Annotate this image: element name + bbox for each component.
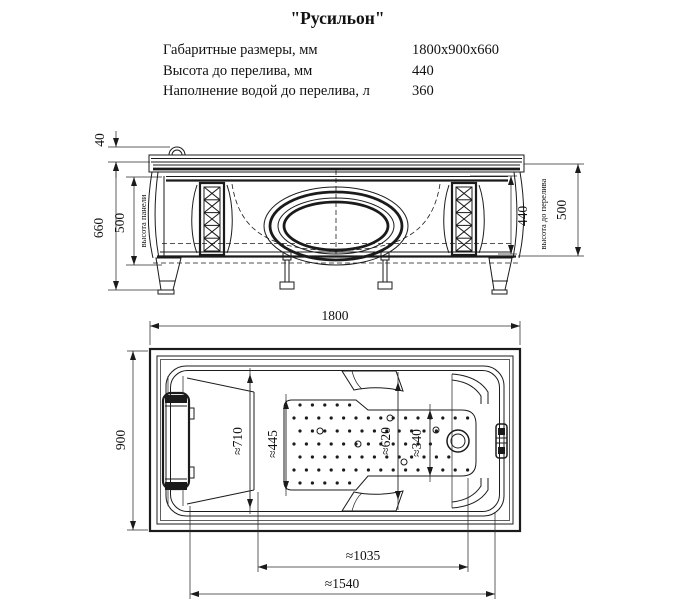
- right-lattice-panel: [443, 181, 485, 257]
- plan-view: 1800 900 ≈710 ≈445 ≈620 ≈340: [113, 308, 522, 599]
- spec-label: Наполнение водой до перелива, л: [163, 83, 370, 99]
- spec-value: 440: [412, 62, 434, 79]
- rim-fitting-ring: [168, 146, 186, 156]
- drain: [446, 429, 470, 453]
- dim-620: ≈620: [378, 427, 393, 455]
- front-dimensions: 40 660 500 высота панели 440 высота до п…: [91, 131, 584, 291]
- plan-dimensions: 1800 900 ≈710 ≈445 ≈620 ≈340: [113, 308, 521, 599]
- dim-label-panel-height: высота панели: [138, 194, 148, 247]
- rim-knob: [495, 423, 508, 459]
- dim-660: 660: [91, 218, 106, 239]
- spec-row-water-volume: Наполнение водой до перелива, л 360: [163, 83, 543, 104]
- adjustable-foot: [279, 251, 295, 290]
- dim-340: ≈340: [409, 429, 424, 457]
- spec-label: Габаритные размеры, мм: [163, 42, 318, 58]
- dim-900: 900: [113, 430, 128, 451]
- dim-440: 440: [515, 206, 530, 227]
- spec-label: Высота до перелива, мм: [163, 62, 313, 79]
- armrest-top: [341, 370, 404, 392]
- dim-500-panel: 500: [112, 213, 127, 234]
- dim-500-right: 500: [554, 200, 569, 221]
- armrest-bottom: [341, 490, 404, 512]
- dim-label-overflow-height: высота до перелива: [538, 178, 548, 249]
- right-leg: [488, 257, 513, 295]
- jet-rings: [316, 414, 440, 466]
- spec-value: 360: [412, 83, 434, 99]
- dim-710: ≈710: [230, 427, 245, 455]
- spec-row-dimensions: Габаритные размеры, мм 1800x900x660: [163, 42, 543, 63]
- page-title: "Русильон": [290, 8, 385, 28]
- dim-1800: 1800: [322, 308, 349, 323]
- jet-dots: [292, 403, 470, 485]
- headrest: [161, 376, 195, 506]
- dim-1035: ≈1035: [346, 548, 381, 563]
- left-lattice-panel: [191, 181, 233, 257]
- dim-40: 40: [92, 133, 107, 147]
- spec-value: 1800x900x660: [412, 42, 499, 58]
- front-view: 40 660 500 высота панели 440 высота до п…: [91, 131, 584, 295]
- dim-1540: ≈1540: [325, 576, 360, 591]
- spec-table: Габаритные размеры, мм 1800x900x660 Высо…: [163, 42, 543, 104]
- adjustable-foot: [377, 251, 393, 290]
- dim-445: ≈445: [265, 430, 280, 458]
- spec-row-overflow-height: Высота до перелива, мм 440: [163, 63, 543, 84]
- left-leg: [155, 257, 182, 295]
